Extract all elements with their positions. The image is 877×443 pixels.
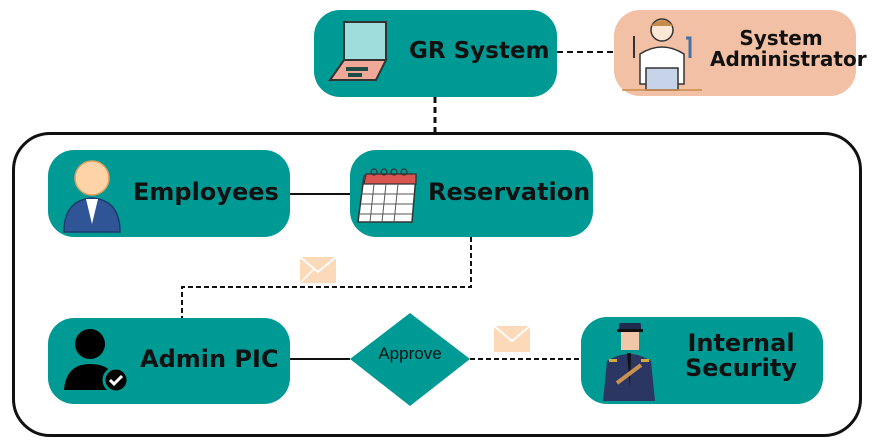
node-label: Admin PIC <box>140 345 279 373</box>
envelope-icon <box>493 325 531 352</box>
system-boundary <box>12 132 862 437</box>
node-gr-system[interactable]: GR System <box>314 10 557 97</box>
node-label: Internal Security <box>671 329 811 383</box>
node-label: Employees <box>133 178 279 206</box>
node-label: GR System <box>409 38 550 64</box>
security-guard-icon <box>603 323 655 401</box>
node-system-administrator[interactable]: System Administrator <box>614 10 867 96</box>
approve-decision[interactable]: Approve <box>378 344 442 363</box>
label-line: System <box>739 26 823 50</box>
verified-user-icon <box>64 329 130 394</box>
node-admin-pic[interactable]: Admin PIC <box>48 318 290 404</box>
approve-diamond <box>350 313 470 406</box>
label-line: Administrator <box>710 47 867 71</box>
technician-icon <box>622 18 702 91</box>
label-line: Security <box>684 354 798 383</box>
node-internal-security[interactable]: Internal Security <box>581 317 823 404</box>
connector-reservation-adminpic <box>181 237 472 318</box>
calendar-icon <box>357 168 417 223</box>
label-line: Internal <box>687 329 795 357</box>
node-employees[interactable]: Employees <box>48 150 290 237</box>
node-label: System Administrator <box>710 26 867 71</box>
node-reservation[interactable]: Reservation <box>350 150 593 237</box>
node-label: Reservation <box>428 178 591 206</box>
envelope-icon <box>299 256 337 284</box>
employee-avatar-icon <box>63 160 121 233</box>
laptop-icon <box>328 21 388 81</box>
